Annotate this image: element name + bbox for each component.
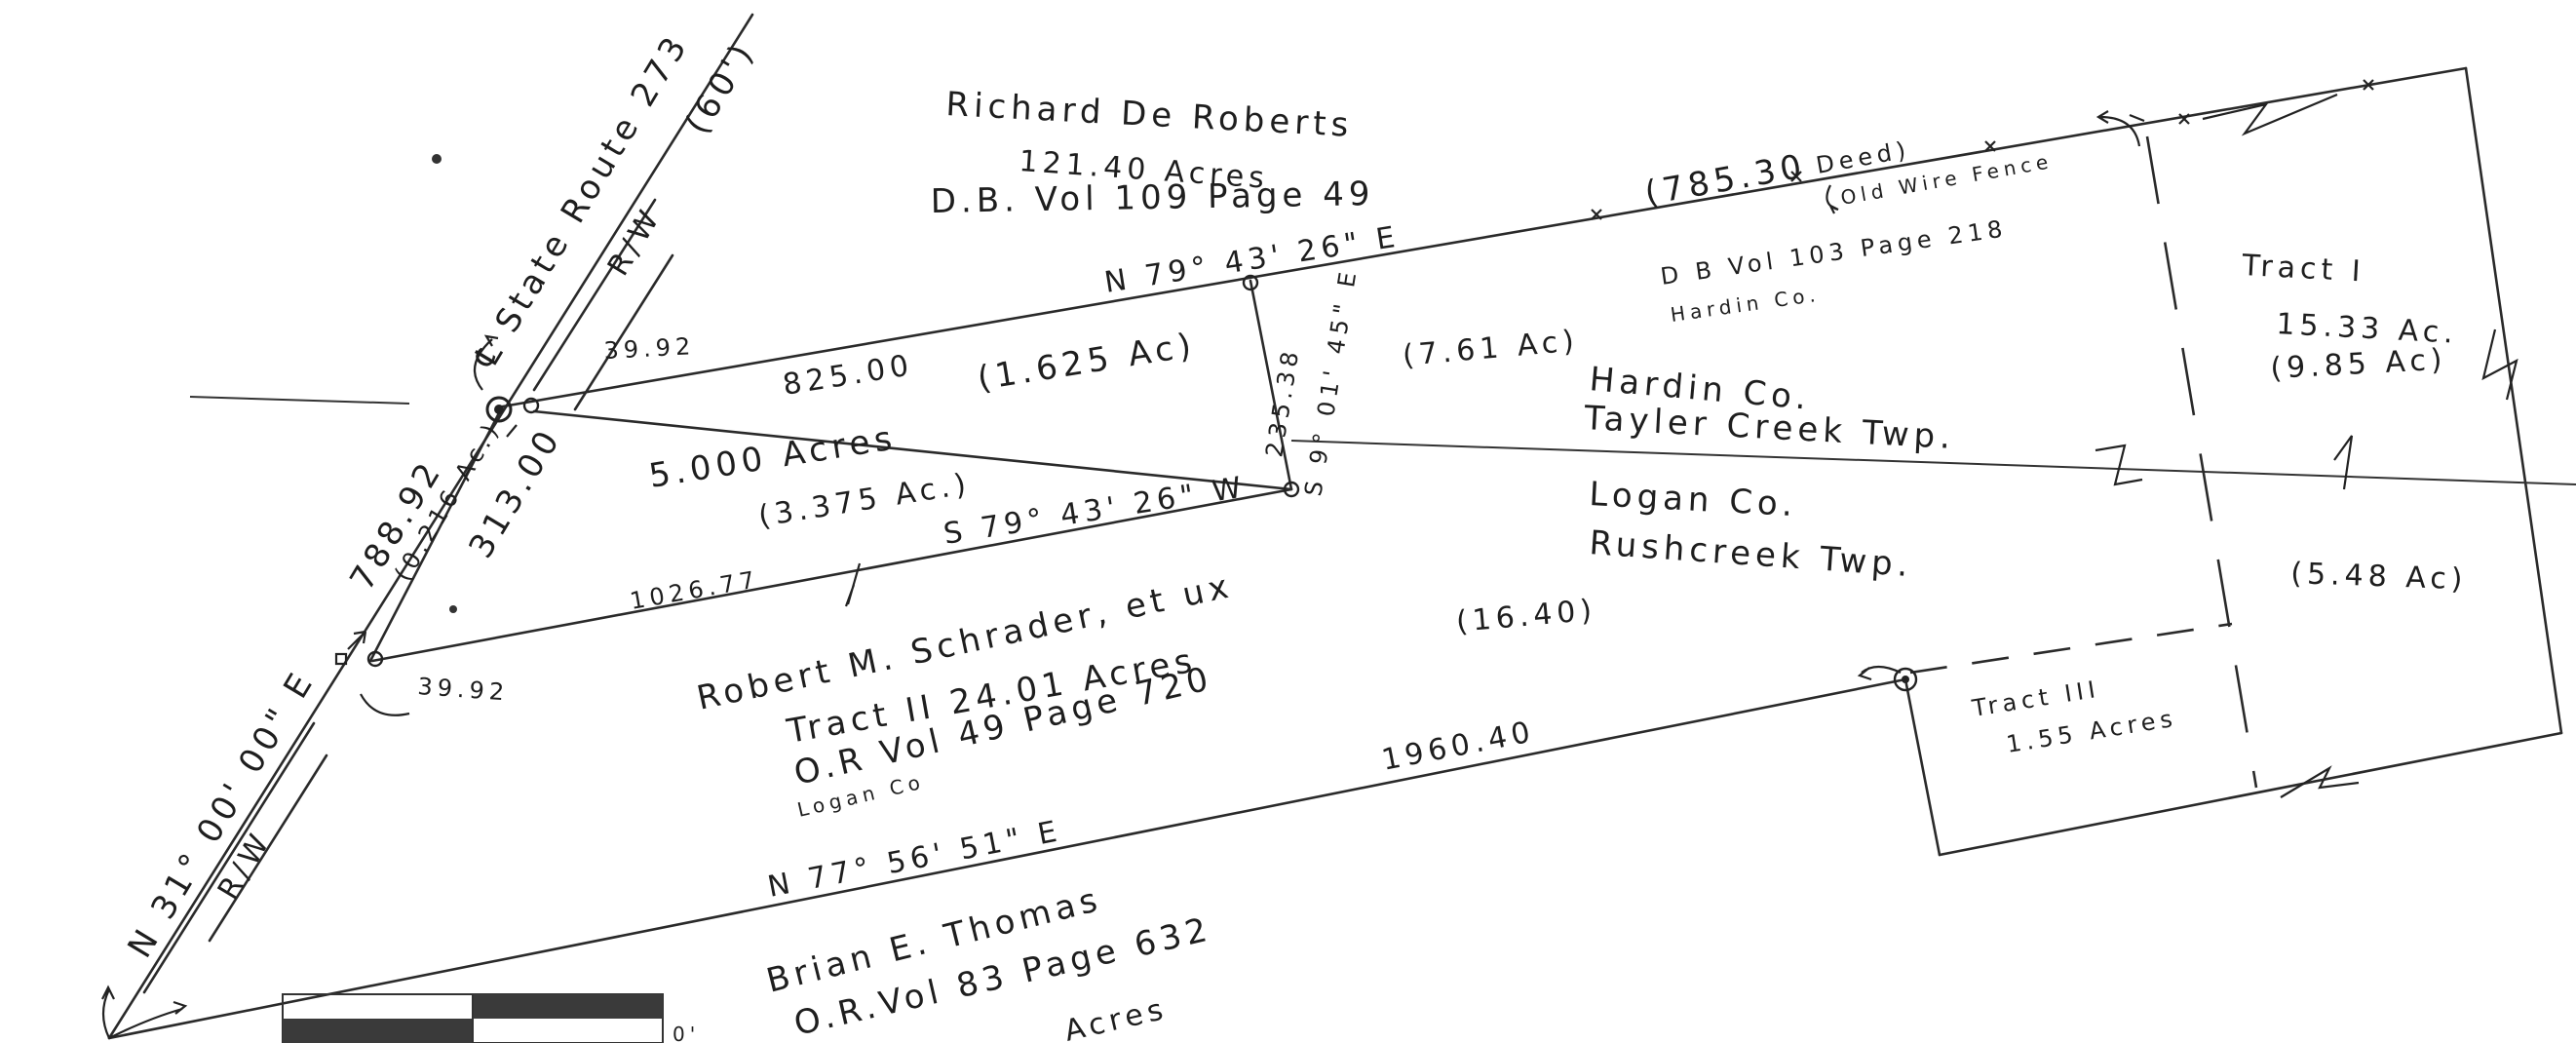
tract-1-title: Tract I bbox=[2241, 249, 2366, 290]
bottom-owner-acres: Acres bbox=[1061, 992, 1171, 1043]
parcel-1640: (16.40) bbox=[1455, 594, 1598, 639]
deed-note-county: Hardin Co. bbox=[1669, 283, 1822, 327]
pin-marker bbox=[1902, 676, 1909, 683]
dot-mark bbox=[449, 605, 457, 613]
distance-39-bottom: 39.92 bbox=[417, 673, 510, 706]
parcel-1625: (1.625 Ac) bbox=[975, 326, 1199, 399]
tract-3-title: Tract III bbox=[1970, 676, 2102, 722]
distance-1026: 1026.77 bbox=[628, 565, 761, 615]
break-symbols bbox=[844, 328, 2518, 798]
main-parcel-sub: (3.375 Ac.) bbox=[756, 467, 974, 534]
survey-monuments bbox=[334, 154, 1918, 692]
south-small-bearing: S 79° 43' 26" W bbox=[942, 470, 1249, 552]
tract-1-sub: (9.85 Ac) bbox=[2270, 343, 2448, 386]
east-small-bearing: S 9° 01' 45" E bbox=[1299, 266, 1363, 498]
deed-note-vol: D B Vol 103 Page 218 bbox=[1659, 214, 2009, 290]
north-owner-name: Richard De Roberts bbox=[945, 85, 1355, 145]
logan-county: Logan Co. bbox=[1589, 475, 1798, 524]
boundary-lines bbox=[107, 66, 2576, 1040]
distance-39-top: 39.92 bbox=[603, 332, 696, 365]
state-route-273 bbox=[107, 13, 754, 1040]
fence-marks bbox=[1591, 79, 2374, 220]
pin-marker bbox=[366, 650, 384, 668]
pin-marker bbox=[1893, 667, 1918, 692]
pin-marker bbox=[522, 397, 540, 414]
monument-marker bbox=[494, 405, 504, 414]
north-owner-deed: D.B. Vol 109 Page 49 bbox=[930, 174, 1374, 221]
pin-marker bbox=[1242, 274, 1259, 291]
scale-bar bbox=[282, 993, 664, 1043]
south-line-bearing: N 77° 56' 51" E bbox=[765, 814, 1064, 905]
pin-marker bbox=[1283, 481, 1300, 498]
monument-marker bbox=[485, 396, 513, 423]
leader-arrows bbox=[101, 110, 2145, 1039]
pin-marker bbox=[334, 652, 348, 666]
tayler-creek-twp: Tayler Creek Twp. bbox=[1583, 399, 1956, 457]
rushcreek-twp: Rushcreek Twp. bbox=[1588, 523, 1913, 585]
parcel-761: (7.61 Ac) bbox=[1402, 324, 1581, 373]
parcel-548: (5.48 Ac) bbox=[2290, 557, 2468, 597]
dot-mark bbox=[432, 154, 442, 164]
road-name: ℄ State Route 273 bbox=[466, 26, 697, 375]
deed-distance: (785.30 bbox=[1642, 146, 1810, 212]
scale-label: 0' bbox=[673, 1023, 700, 1043]
